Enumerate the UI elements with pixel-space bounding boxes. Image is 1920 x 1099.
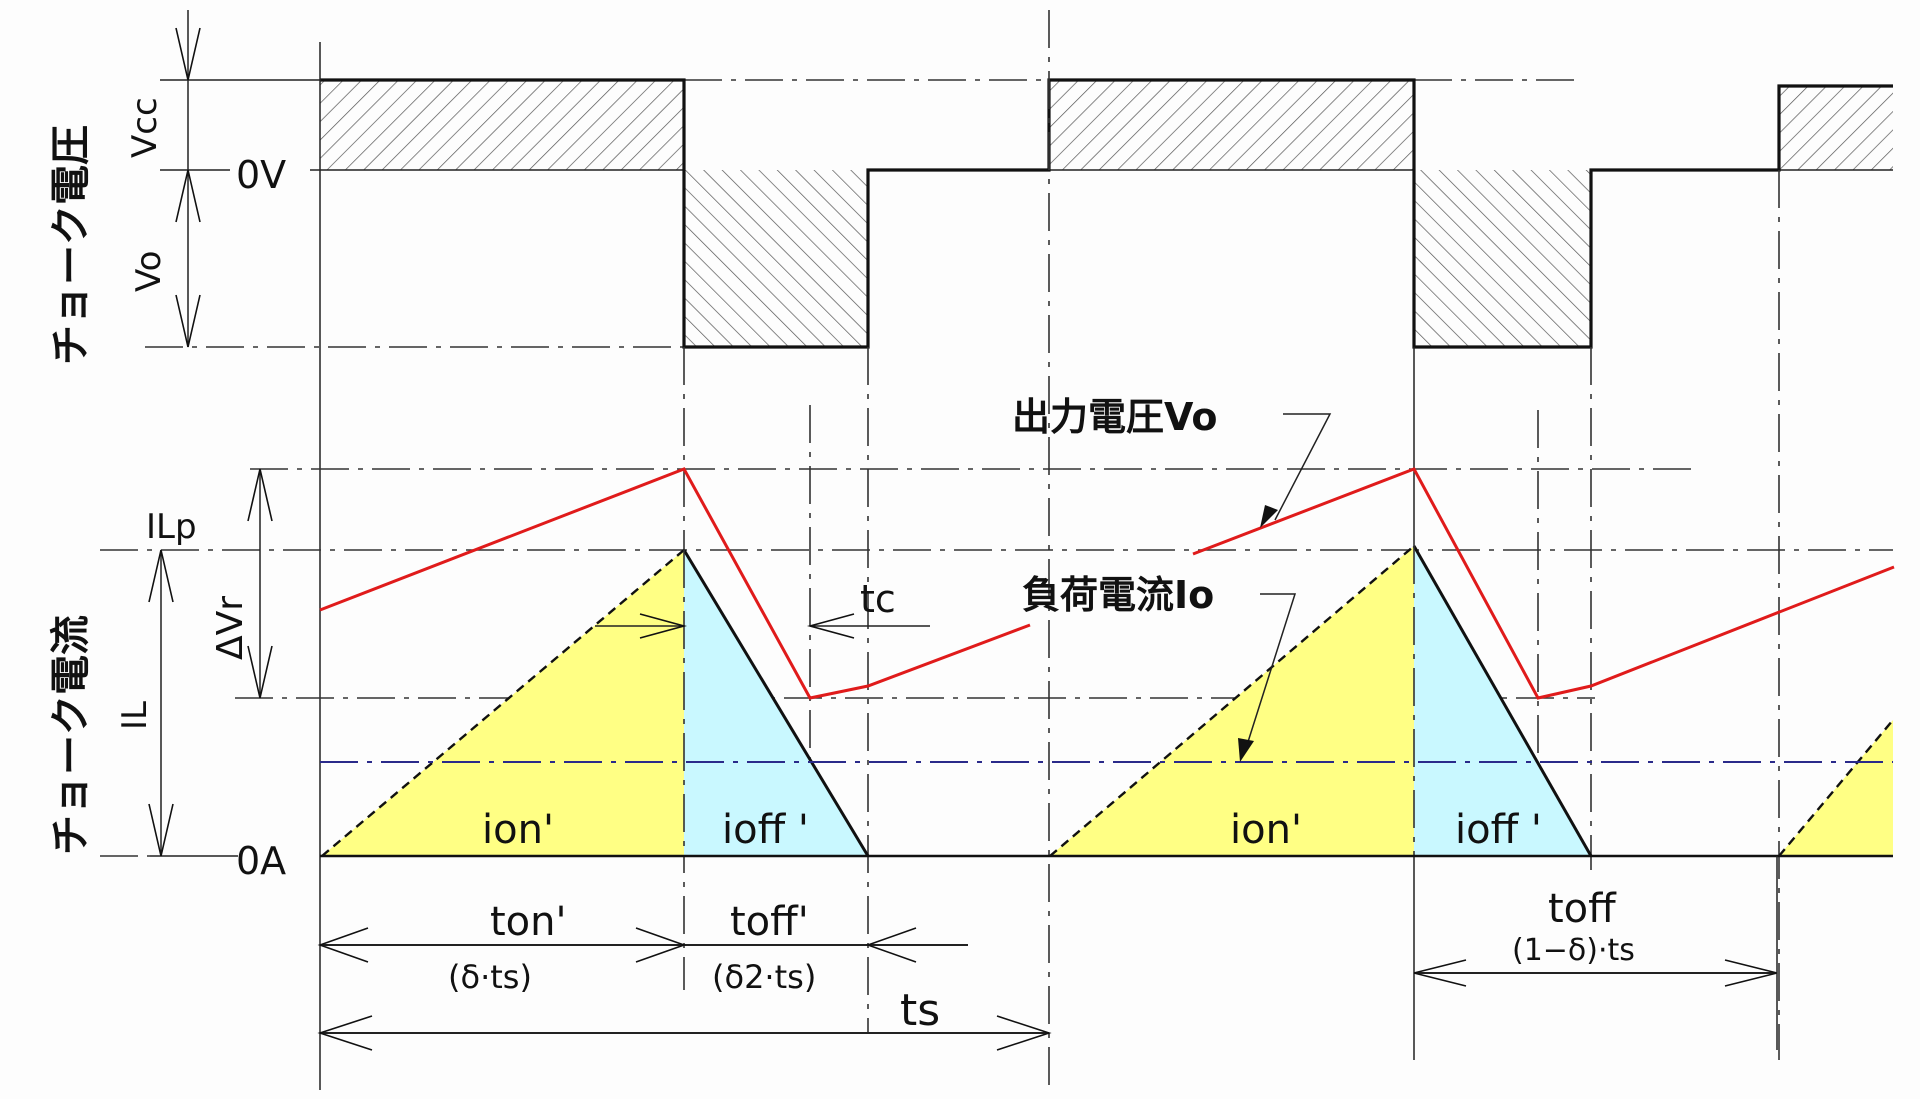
ilp-label: ILp xyxy=(146,507,197,547)
vo-area-2 xyxy=(1414,170,1591,347)
vo-label: Vo xyxy=(129,251,169,292)
ion-area-1 xyxy=(322,550,684,856)
toff-label: toff xyxy=(1548,886,1617,932)
il-label: IL xyxy=(115,701,155,730)
delta-vr-label: ΔVr xyxy=(210,596,251,660)
ioff-area-label-1: ioff ' xyxy=(722,807,809,853)
toff-prime-label: toff' xyxy=(730,899,809,945)
voltage-waveform-line xyxy=(320,78,1893,349)
ion-area-2 xyxy=(1050,546,1414,856)
ion-area-label-1: ion' xyxy=(482,807,554,853)
ion-area-3 xyxy=(1779,720,1893,856)
ton-prime-label: ton' xyxy=(490,899,567,945)
zero-volt-label: 0V xyxy=(236,153,286,197)
load-current-annotation: 負荷電流Io xyxy=(1022,573,1214,617)
vcc-label: Vcc xyxy=(125,97,165,158)
voltage-axis-title: チョーク電圧 xyxy=(48,125,94,365)
tc-label: tc xyxy=(860,577,896,621)
vcc-area-1 xyxy=(320,80,684,170)
choke-current-waveform xyxy=(321,545,1894,857)
toff-prime-formula: (δ2·ts) xyxy=(712,958,816,996)
zero-amp-label: 0A xyxy=(236,839,286,883)
current-axis-title: チョーク電流 xyxy=(48,615,94,855)
output-voltage-annotation: 出力電圧Vo xyxy=(1012,395,1217,439)
ton-prime-formula: (δ·ts) xyxy=(448,958,532,996)
ioff-area-label-2: ioff ' xyxy=(1455,807,1542,853)
output-voltage-line xyxy=(319,467,1031,700)
choke-voltage-waveform xyxy=(145,10,1893,349)
toff-formula: (1−δ)·ts xyxy=(1512,933,1635,968)
vcc-area-3 xyxy=(1779,86,1893,170)
vo-area-1 xyxy=(684,170,868,347)
vcc-area-2 xyxy=(1049,80,1414,170)
ion-area-label-2: ion' xyxy=(1230,807,1302,853)
ts-label: ts xyxy=(900,985,940,1036)
